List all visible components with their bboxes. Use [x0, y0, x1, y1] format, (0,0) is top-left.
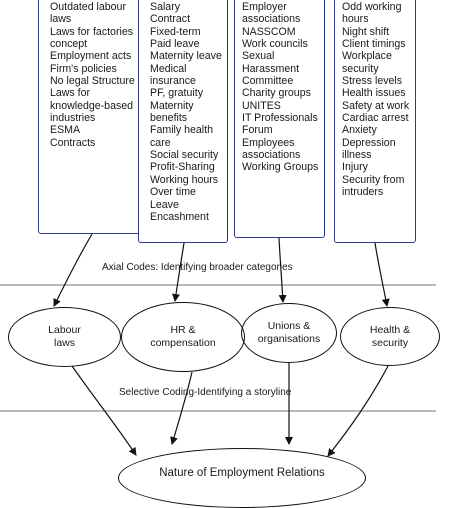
arrow-hr-to-core	[170, 371, 193, 445]
open-code-item: Depression illness	[342, 136, 396, 162]
category-unions-label: Unions & organisations	[257, 320, 321, 345]
open-code-item: Firm's policies	[50, 62, 117, 75]
open-code-item: Stress levels	[342, 75, 403, 88]
open-code-item: Laws for knowledge-based industries	[50, 87, 134, 125]
category-hr-oval: HR & compensation	[121, 302, 245, 372]
open-code-item: UNITES	[242, 99, 281, 112]
open-code-item: Injury	[342, 161, 368, 174]
open-code-item: Workplace security	[342, 50, 392, 75]
arrow-labour-codes-to-category	[53, 233, 93, 307]
open-code-item: PF, gratuity	[150, 87, 203, 100]
open-code-item: Contract	[150, 13, 191, 26]
open-code-item: IT Professionals Forum	[242, 112, 318, 137]
open-code-item: NASSCOM	[242, 25, 296, 38]
arrow-labour-to-core	[71, 365, 137, 456]
open-code-item: Social security	[150, 149, 219, 162]
open-code-item: Sexual Harassment Committee	[242, 50, 300, 88]
open-code-item: No legal Structure	[50, 75, 135, 88]
open-code-item: Leave Encashment	[150, 198, 209, 223]
open-code-item: Profit-Sharing	[150, 161, 215, 174]
open-code-item: Salary	[150, 1, 181, 13]
open-code-item: Contracts	[50, 136, 96, 149]
category-unions-oval: Unions & organisations	[241, 303, 337, 363]
open-code-item: Laws for factories concept	[50, 25, 134, 51]
open-code-item: Work councils	[242, 38, 308, 51]
open-code-item: Medical insurance	[150, 62, 196, 88]
open-code-item: Fixed-term	[150, 25, 201, 38]
open-code-item: Health issues	[342, 87, 406, 100]
diagram-lines	[0, 233, 436, 457]
open-code-item: Employees associations	[242, 136, 301, 162]
core-category-oval: Nature of Employment Relations	[118, 448, 366, 508]
open-code-item: Safety at work	[342, 99, 410, 112]
axial-codes-label: Axial Codes: Identifying broader categor…	[102, 262, 293, 273]
open-code-item: Maternity leave	[150, 50, 222, 63]
open-code-item: Working Groups	[242, 161, 319, 174]
open-code-item: Anxiety	[342, 124, 377, 137]
selective-coding-label: Selective Coding-Identifying a storyline	[119, 387, 292, 398]
open-code-item: Maternity benefits	[150, 99, 194, 125]
open-code-item: Charity groups	[242, 87, 311, 100]
open-code-item: Employer associations	[242, 1, 301, 26]
open-code-item: Working hours	[150, 173, 219, 186]
open-code-item: Paid leave	[150, 38, 200, 51]
open-code-item: Outdated labour laws	[50, 1, 126, 26]
open-code-item: Family health care	[150, 124, 213, 149]
open-code-item: Night shift	[342, 25, 390, 38]
open-code-item: Over time	[150, 186, 196, 199]
category-hr-label: HR & compensation	[150, 324, 216, 349]
open-code-item: Security from intruders	[342, 173, 405, 199]
arrow-health-to-core	[327, 365, 389, 457]
category-labour-label: Labour laws	[48, 324, 81, 349]
arrow-unions-codes-to-category	[278, 237, 287, 303]
category-labour-oval: Labour laws	[8, 307, 121, 367]
category-health-oval: Health & security	[340, 307, 440, 366]
open-code-item: Odd working hours	[342, 1, 402, 26]
arrow-health-codes-to-category	[374, 242, 390, 307]
open-code-item: Cardiac arrest	[342, 112, 409, 125]
open-code-item: Employment acts	[50, 50, 132, 63]
arrow-hr-codes-to-category	[172, 242, 185, 302]
open-code-item: ESMA	[50, 124, 81, 137]
open-code-item: Client timings	[342, 38, 406, 51]
category-health-label: Health & security	[369, 323, 411, 349]
